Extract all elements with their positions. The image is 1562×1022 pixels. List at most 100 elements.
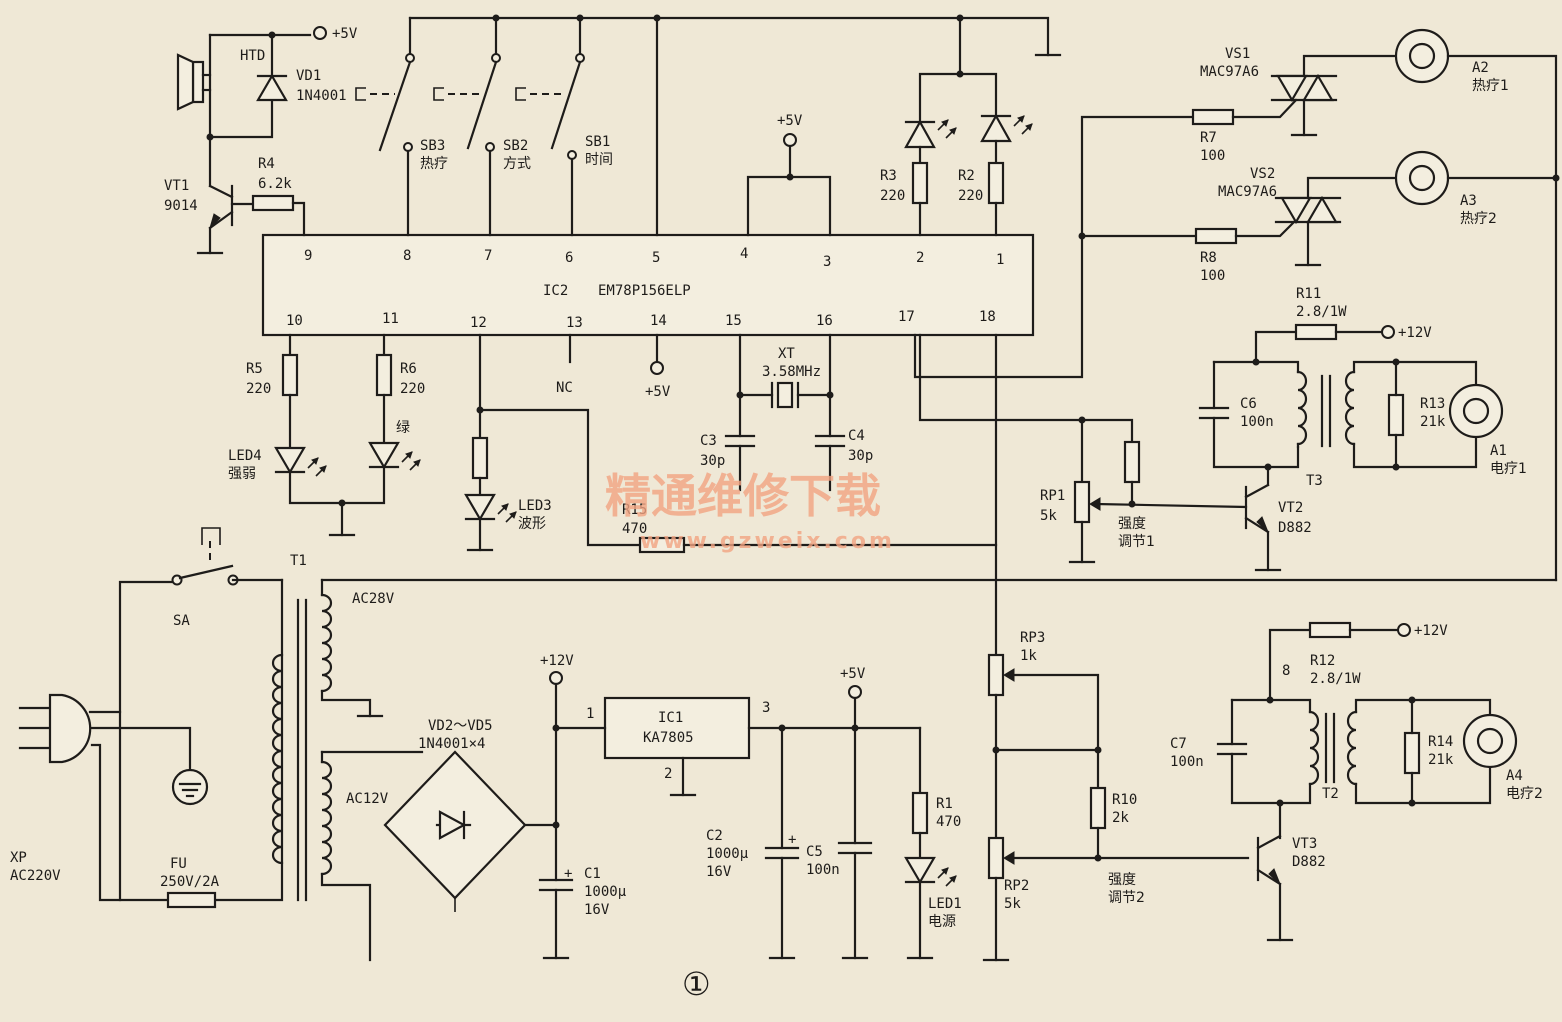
r4-ref: R4 [258,156,275,172]
electrode-a1: A1 电疗1 [1448,383,1527,477]
t2-ref: T2 [1322,786,1339,802]
ic2-pin-6: 6 [565,250,573,266]
led1-label: 电源 [928,914,956,930]
r12-node: 8 [1282,663,1290,679]
vt3-part: D882 [1292,854,1326,870]
r13-value: 21k [1420,414,1446,430]
figure-number: ① [682,965,711,1003]
t1-label: T1 [290,553,307,569]
vcc-5v-terminal [313,26,327,40]
watermark-cn: 精通维修下载 [605,469,881,523]
led4-label: 强弱 [228,466,256,482]
r3-value: 220 [880,188,905,204]
c5-supply: +5V [840,666,866,682]
a2-label: 热疗1 [1472,78,1509,94]
a4-ref: A4 [1506,768,1523,784]
r8-value: 100 [1200,268,1225,284]
fuse-fu: FU 250V/2A [160,856,220,909]
vt3-transistor: VT3 D882 [1256,801,1326,942]
r6-ref: R6 [400,361,417,377]
c4-ref: C4 [848,428,865,444]
c7-ref: C7 [1170,736,1187,752]
r5-led4: R5 220 LED4 强弱 [228,333,386,537]
vs2-part: MAC97A6 [1218,184,1277,200]
t1-secondary-ac28: AC28V [320,578,1558,718]
ic2-pin-5: 5 [652,250,660,266]
r2-ref: R2 [958,168,975,184]
r6-led-green: R6 220 绿 [368,333,425,471]
r12-supply: +12V [1414,623,1448,639]
buzzer-htd: HTD [176,31,312,141]
r8-resistor: R8 100 [1194,218,1298,284]
r1-led1: R1 470 LED1 电源 [904,726,962,960]
r15-value: 470 [622,521,647,537]
c2-plus: + [788,832,796,848]
rp2-label-2: 调节2 [1108,890,1145,906]
pin14-5v: +5V [645,333,671,400]
r2-value: 220 [958,188,983,204]
r15-resistor: R15 470 [478,408,998,554]
electrode-a4: A4 电疗2 [1462,713,1543,802]
vs1-ref: VS1 [1225,46,1250,62]
ic1-pin-out: 3 [762,700,770,716]
c3-value: 30p [700,453,725,469]
r12-resistor: +12V 8 R12 2.8/1W [1268,621,1448,702]
xp-value: AC220V [10,868,61,884]
c2-voltage: 16V [706,864,732,880]
r15-ref: R15 [622,502,647,518]
sb2-ref: SB2 [503,138,528,154]
vt1-ref: VT1 [164,178,189,194]
crystal-xt: XT 3.58MHz C3 30p C4 30p [700,333,873,492]
vs1-part: MAC97A6 [1200,64,1259,80]
xp-ref: XP [10,850,27,866]
led1-ref: LED1 [928,896,962,912]
r4-value: 6.2k [258,176,292,192]
vd1-diode: VD1 1N4001 [208,33,347,139]
r11-ref: R11 [1296,286,1321,302]
ic2-pin-2: 2 [916,250,924,266]
rp2-label-1: 强度 [1108,872,1136,888]
lamp-a2: A2 热疗1 [1394,28,1558,582]
r8-ref: R8 [1200,250,1217,266]
ic2-part: EM78P156ELP [598,283,691,299]
a4-label: 电疗2 [1506,786,1543,802]
r3-ref: R3 [880,168,897,184]
ic2-name: IC2 [543,283,568,299]
ic2-pin-8: 8 [403,248,411,264]
vt2-ref: VT2 [1278,500,1303,516]
watermark-url: www.gzweix.com [640,529,895,554]
r11-supply: +12V [1398,325,1432,341]
rp2-value: 5k [1004,896,1021,912]
switch-sb1: SB1 时间 [515,16,613,237]
c1-ref: C1 [584,866,601,882]
ic2-pin-14: 14 [650,313,667,329]
vt3-ref: VT3 [1292,836,1317,852]
r7-ref: R7 [1200,130,1217,146]
triac-drive-lines [913,115,1198,379]
switch-sb3: SB3 热疗 [355,16,448,237]
r4-resistor: R4 6.2k [251,156,306,237]
r11-resistor: +12V R11 2.8/1W [1254,286,1432,364]
triac-vs2: VS2 MAC97A6 [1218,166,1398,267]
r6-value: 220 [400,381,425,397]
rp1-label-1: 强度 [1118,516,1146,532]
vt1-transistor: VT1 9014 [164,135,255,255]
ic2-pin-11: 11 [382,311,399,327]
htd-label: HTD [240,48,265,64]
vd1-part: 1N4001 [296,88,347,104]
ic2-pin-9: 9 [304,248,312,264]
c6-ref: C6 [1240,396,1257,412]
ic2-pin-10: 10 [286,313,303,329]
bridge-part: 1N4001×4 [418,736,485,752]
ic1-name: IC1 [658,710,683,726]
c4-value: 30p [848,448,873,464]
rp3-ref: RP3 [1020,630,1045,646]
xt-value: 3.58MHz [762,364,821,380]
fu-ref: FU [170,856,187,872]
rp2-ref: RP2 [1004,878,1029,894]
r13-ref: R13 [1420,396,1445,412]
c2-ref: C2 [706,828,723,844]
led-pair-top [904,16,1033,165]
c1-voltage: 16V [584,902,610,918]
